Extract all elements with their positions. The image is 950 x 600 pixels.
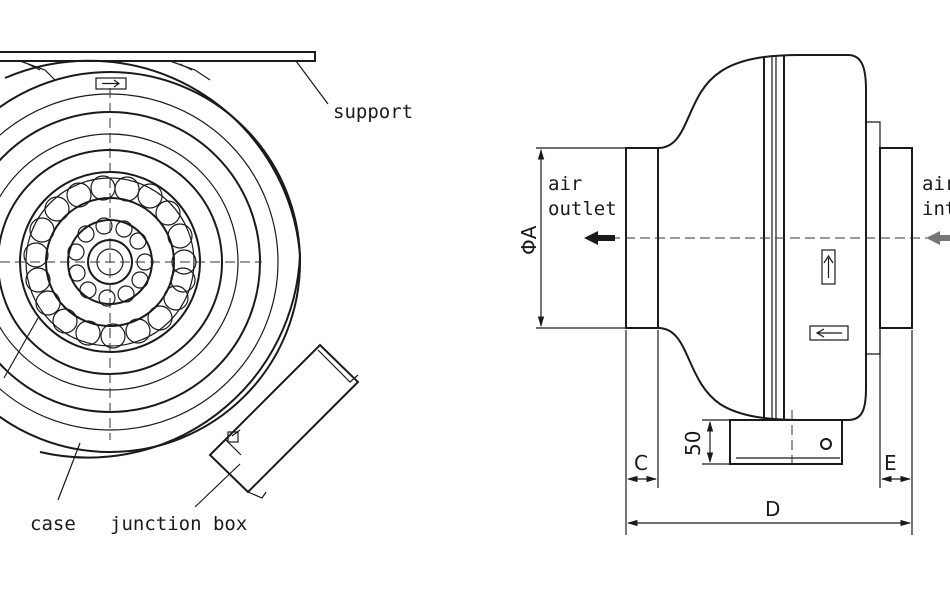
- junction-box-leader: [194, 463, 241, 508]
- label-air-inlet-1: air: [922, 173, 950, 195]
- label-junction-box: junction box: [110, 513, 247, 535]
- label-support: support: [333, 101, 413, 123]
- dimension-c: C: [625, 330, 659, 535]
- dim-label-d: D: [765, 497, 780, 521]
- support-leader: [295, 60, 329, 105]
- case-leader: [57, 442, 81, 501]
- impeller-blades: [23, 175, 197, 349]
- dimension-e: E: [879, 330, 913, 535]
- front-view: support case junction box: [0, 51, 413, 535]
- label-air-outlet-1: air: [548, 173, 582, 195]
- dim-label-c: C: [634, 451, 648, 475]
- label-air-inlet-2: int: [922, 198, 950, 220]
- air-inlet-arrow-icon: [926, 231, 950, 245]
- label-air-outlet-2: outlet: [548, 198, 617, 220]
- bottom-box: [729, 410, 843, 470]
- label-case: case: [30, 513, 76, 535]
- dim-label-e: E: [884, 451, 897, 475]
- dim-label-50: 50: [681, 431, 705, 456]
- dimension-diameter: ΦA: [517, 147, 626, 329]
- support-bracket: [0, 51, 316, 81]
- junction-box: [208, 343, 360, 499]
- airflow-arrow-icon: [809, 325, 849, 341]
- fan-housing: [0, 59, 301, 459]
- impeller-leader: [3, 317, 39, 379]
- air-outlet-arrow-icon: [584, 231, 615, 245]
- dimension-50: 50: [681, 419, 730, 465]
- side-view: air outlet air int ΦA 50 C: [517, 54, 950, 535]
- rotation-arrow-icon: [821, 249, 836, 285]
- direction-badge-top: [95, 77, 127, 90]
- dim-label-diameter: ΦA: [517, 225, 541, 255]
- dimension-d: D: [626, 497, 912, 527]
